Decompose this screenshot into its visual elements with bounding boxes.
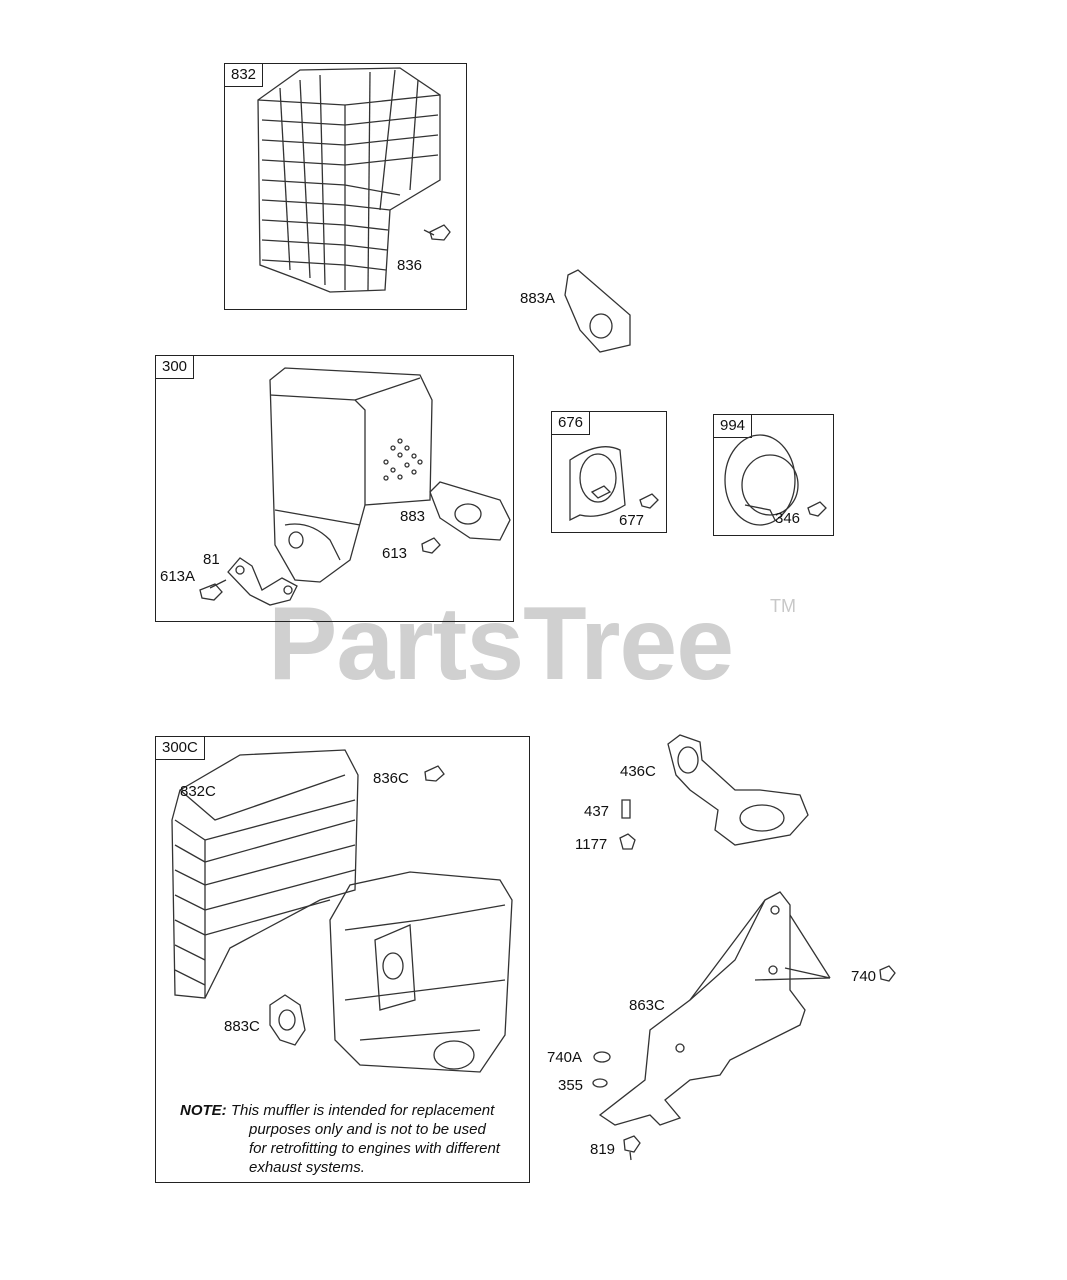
callout-437: 437	[584, 803, 610, 820]
nut-1177-drawing	[619, 833, 636, 850]
callout-613a: 613A	[160, 568, 196, 585]
box-300: 300	[155, 355, 514, 622]
bolt-819-drawing	[623, 1135, 641, 1161]
gasket-883-drawing	[429, 481, 511, 541]
callout-436c: 436C	[620, 763, 656, 780]
box-676: 676	[551, 411, 667, 533]
spark-arrestor-994-drawing	[724, 434, 799, 526]
gasket-883c-drawing	[269, 994, 306, 1046]
bolt-836c-drawing	[424, 765, 445, 782]
deflector-676-drawing	[569, 446, 626, 522]
callout-863c: 863C	[629, 997, 665, 1014]
callout-355: 355	[558, 1077, 584, 1094]
callout-883: 883	[400, 508, 426, 525]
callout-1177: 1177	[575, 836, 608, 853]
screw-677-drawing	[639, 493, 659, 509]
callout-836: 836	[397, 257, 423, 274]
gasket-883a-drawing	[564, 269, 631, 353]
replacement-note: NOTE: This muffler is intended for repla…	[180, 1101, 520, 1177]
muffler-300c-drawing	[329, 871, 513, 1073]
muffler-300-drawing	[269, 367, 433, 583]
guard-832c-drawing	[171, 749, 359, 999]
callout-883c: 883C	[224, 1018, 260, 1035]
callout-832c: 832C	[180, 783, 216, 800]
box-label-994: 994	[714, 415, 753, 438]
box-832: 832	[224, 63, 467, 310]
callout-819: 819	[590, 1141, 616, 1158]
partstree-watermark: PartsTree	[268, 586, 734, 702]
screw-346-drawing	[807, 501, 827, 517]
nut-740a-drawing	[593, 1051, 611, 1063]
note-prefix: NOTE:	[180, 1102, 227, 1119]
callout-346: 346	[775, 510, 801, 527]
exhaust-elbow-436c-drawing	[667, 734, 809, 846]
note-line-4: exhaust systems.	[249, 1159, 365, 1176]
nut-740-drawing	[879, 965, 896, 982]
bolt-613a-drawing	[199, 579, 227, 601]
box-300c: 300C	[155, 736, 530, 1183]
callout-81: 81	[203, 551, 220, 568]
trademark-symbol: TM	[770, 596, 796, 616]
callout-740a: 740A	[547, 1049, 583, 1066]
note-line-3: for retrofitting to engines with differe…	[249, 1140, 500, 1157]
bolt-613-drawing	[421, 537, 441, 554]
box-label-300: 300	[156, 356, 195, 379]
stud-437-drawing	[621, 799, 631, 819]
note-line-2: purposes only and is not to be used	[249, 1121, 486, 1138]
callout-740: 740	[851, 968, 877, 985]
muffler-guard-832-drawing	[257, 67, 441, 293]
washer-355-drawing	[592, 1078, 608, 1088]
bolt-836-drawing	[423, 224, 451, 241]
box-label-676: 676	[552, 412, 591, 435]
callout-836c: 836C	[373, 770, 409, 787]
box-label-300c: 300C	[156, 737, 205, 760]
note-line-1: This muffler is intended for replacement	[230, 1102, 495, 1119]
bracket-863c-drawing	[598, 891, 831, 1126]
callout-613: 613	[382, 545, 408, 562]
box-994: 994	[713, 414, 834, 536]
bracket-81-drawing	[227, 557, 298, 606]
callout-677: 677	[619, 512, 645, 529]
box-label-832: 832	[225, 64, 264, 87]
callout-883a: 883A	[520, 290, 556, 307]
